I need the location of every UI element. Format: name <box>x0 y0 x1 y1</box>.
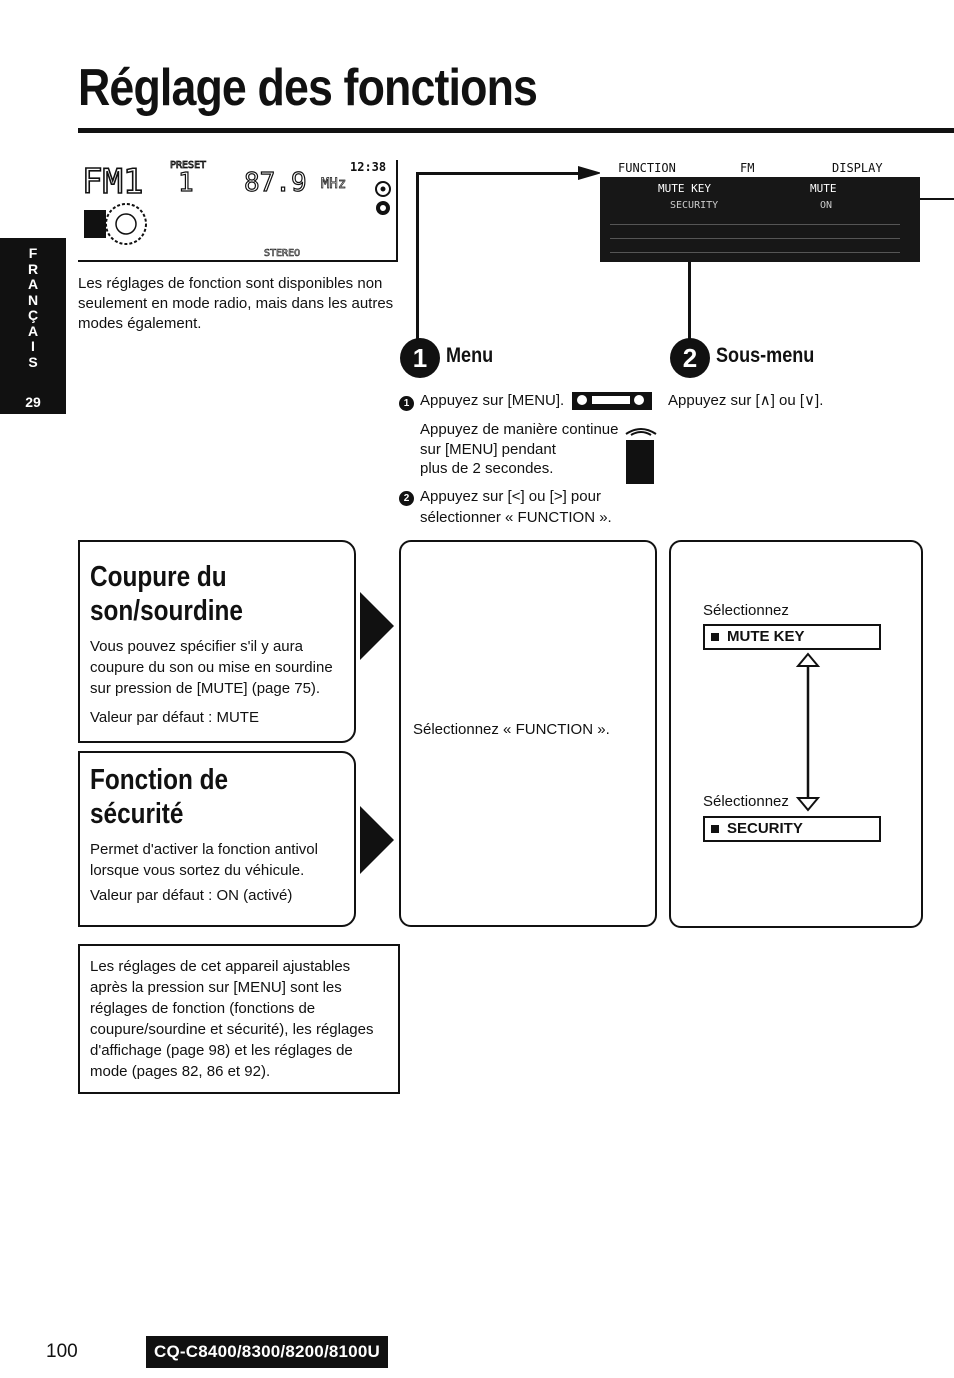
feature-security-title-2: sécurité <box>90 798 184 830</box>
side-tab-letter: Ç <box>27 307 39 323</box>
feature-mute-title-2: son/sourdine <box>90 595 243 627</box>
title-rule <box>78 128 954 133</box>
step-1-bullet-a: 1 <box>399 396 414 411</box>
stereo-indicator: STEREO <box>264 248 301 260</box>
step-1-alt-line-3: plus de 2 secondes. <box>420 460 554 477</box>
connector-line <box>416 172 586 175</box>
note-text: Les réglages de cet appareil ajustables … <box>90 958 374 1080</box>
screen-tab-function: FUNCTION <box>618 161 676 175</box>
step-1-heading: Menu <box>446 344 494 367</box>
step-2-badge: 2 <box>670 338 710 378</box>
screen-item-mute-key: MUTE KEY <box>658 182 711 195</box>
feature-security-box: Fonction de sécurité Permet d'activer la… <box>78 751 356 927</box>
language-side-tab: F R A N Ç A I S 29 <box>0 238 66 414</box>
side-tab-letter: F <box>28 245 38 261</box>
square-bullet-icon <box>711 633 719 641</box>
section-number: 29 <box>25 394 41 410</box>
feature-mute-title-1: Coupure du <box>90 561 227 593</box>
submenu-select-label-1: Sélectionnez <box>703 602 789 619</box>
step-2-instruction: Appuyez sur [∧] ou [∨]. <box>668 392 824 409</box>
step-1-instruction-b-line-2: sélectionner « FUNCTION ». <box>420 509 612 526</box>
frequency-unit: MHz <box>321 176 347 193</box>
screen-divider <box>610 238 900 239</box>
disc-animation-icon <box>84 203 147 245</box>
page-title: Réglage des fonctions <box>78 59 538 117</box>
step-2-heading: Sous-menu <box>716 344 815 367</box>
screen-mute-row: MUTE KEY MUTE <box>600 182 920 198</box>
connector-line <box>688 262 691 342</box>
feature-mute-default: Valeur par défaut : MUTE <box>90 709 259 726</box>
preset-label: PRESET <box>170 160 207 172</box>
arrow-right-icon <box>360 806 394 874</box>
feature-mute-box: Coupure du son/sourdine Vous pouvez spéc… <box>78 540 356 743</box>
screen-divider <box>610 252 900 253</box>
signal-waves-icon <box>625 428 657 436</box>
remote-control-icon <box>626 440 654 484</box>
submenu-select-label-2: Sélectionnez <box>703 793 789 810</box>
step-1-badge: 1 <box>400 338 440 378</box>
note-box: Les réglages de cet appareil ajustables … <box>78 944 400 1094</box>
screen-tab-fm: FM <box>740 161 755 175</box>
option-mute-key-label: MUTE KEY <box>727 628 805 645</box>
screen-value-mute: MUTE <box>810 182 837 195</box>
feature-security-default: Valeur par défaut : ON (activé) <box>90 887 293 904</box>
model-badge: CQ-C8400/8300/8200/8100U <box>146 1336 388 1368</box>
feature-security-body: Permet d'activer la fonction antivol lor… <box>90 841 318 879</box>
feature-mute-body: Vous pouvez spécifier s'il y aura coupur… <box>90 638 333 697</box>
side-tab-letter: S <box>28 353 38 370</box>
intro-text: Les réglages de fonction sont disponible… <box>78 275 394 332</box>
step-1-alt-line-2: sur [MENU] pendant <box>420 441 556 458</box>
menu-step-panel: Sélectionnez « FUNCTION ». <box>399 540 657 927</box>
menu-panel-text: Sélectionnez « FUNCTION ». <box>413 721 610 738</box>
clock: 12:38 <box>350 160 387 174</box>
option-security-label: SECURITY <box>727 820 803 837</box>
screen-tab-row: FUNCTION FM DISPLAY <box>600 160 920 177</box>
page-number: 100 <box>46 1341 78 1362</box>
screen-divider <box>610 224 900 225</box>
step-1-bullet-b: 2 <box>399 491 414 506</box>
square-bullet-icon <box>711 825 719 833</box>
option-security[interactable]: SECURITY <box>703 816 881 842</box>
side-tab-letter: R <box>27 260 39 277</box>
side-tab-letter: N <box>27 291 39 308</box>
side-tab-letter: A <box>27 276 39 292</box>
feature-security-title-1: Fonction de <box>90 764 229 796</box>
screen-tab-display: DISPLAY <box>832 161 883 175</box>
radio-display-frame <box>78 160 398 262</box>
frequency: 87.9 <box>243 167 307 198</box>
connector-line <box>416 175 419 340</box>
connector-arrow-icon <box>578 166 602 180</box>
menu-button-icon <box>572 392 652 410</box>
toggle-updown-arrow-icon <box>795 652 821 812</box>
side-tab-letters: F R A N Ç A I S <box>0 245 66 370</box>
step-1-alt-line-1: Appuyez de manière continue <box>420 421 619 438</box>
connector-line <box>918 198 954 200</box>
side-tab-letter: I <box>31 338 35 354</box>
preset-number: 1 <box>177 167 194 198</box>
band-indicator: FM1 <box>81 161 144 203</box>
rotary-indicator-icon <box>375 181 391 215</box>
step-1-instruction-b-line-1: Appuyez sur [<] ou [>] pour <box>420 488 601 505</box>
radio-display: FM1 PRESET 1 87.9 MHz 12:38 STEREO <box>78 160 398 262</box>
step-1-instruction-a: Appuyez sur [MENU]. <box>420 392 565 409</box>
screen-item-security: SECURITY <box>670 200 719 211</box>
side-tab-letter: A <box>27 322 39 339</box>
screen-value-on: ON <box>820 200 833 211</box>
menu-screen: FUNCTION FM DISPLAY MUTE KEY MUTE SECURI… <box>600 160 920 262</box>
arrow-right-icon <box>360 592 394 660</box>
option-mute-key[interactable]: MUTE KEY <box>703 624 881 650</box>
submenu-step-panel: Sélectionnez MUTE KEY Sélectionnez SECUR… <box>669 540 923 928</box>
